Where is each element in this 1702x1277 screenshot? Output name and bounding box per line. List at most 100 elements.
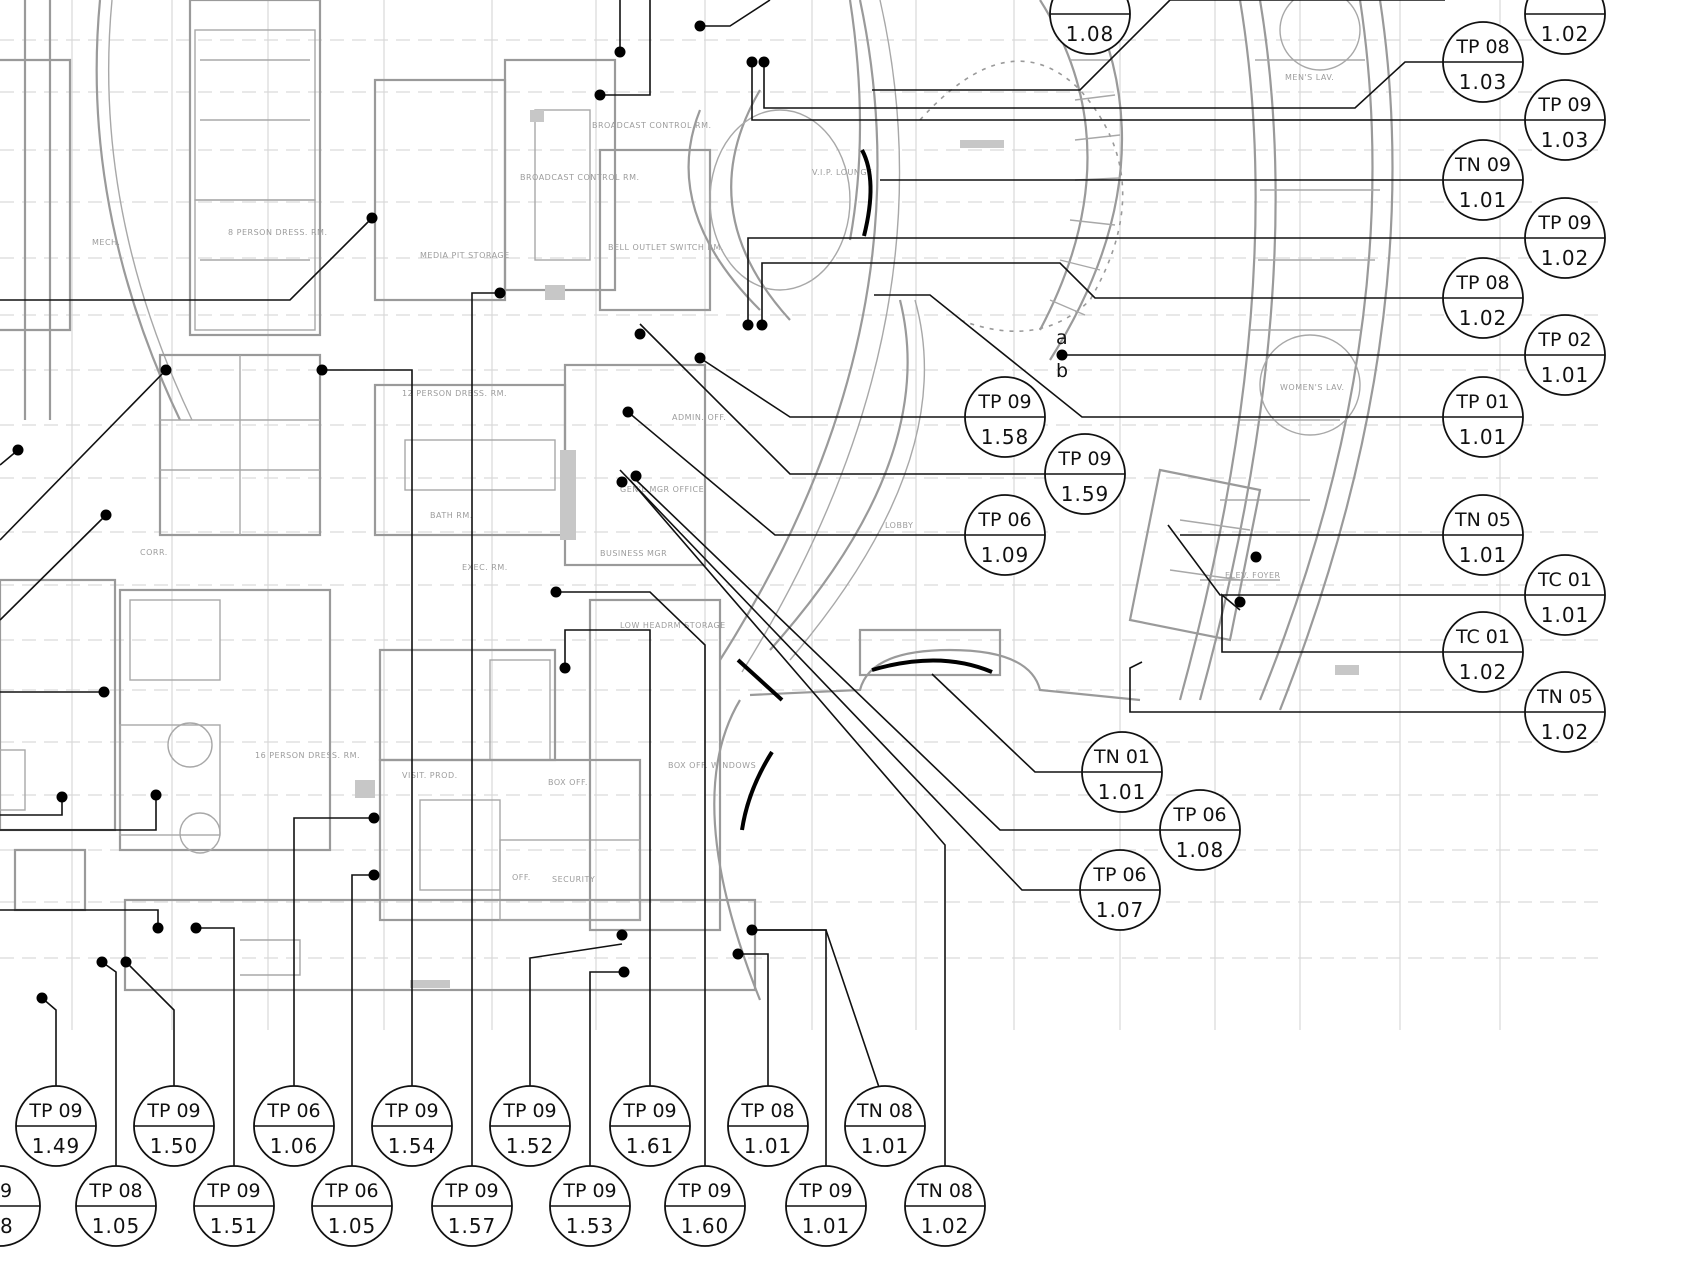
room-label: BELL OUTLET SWITCH RM. [608, 243, 724, 252]
tag-number: 1.01 [1459, 543, 1508, 567]
highlight-marks [736, 149, 993, 831]
tag-number: 1.60 [681, 1214, 730, 1238]
tag-code: TP 06 [1092, 864, 1146, 886]
tag-number: 1.52 [506, 1134, 555, 1158]
tag-code: TP 09 [28, 1100, 82, 1122]
tag-code: TP 09 [977, 391, 1031, 413]
keynote-tag: TN 05 1.01 [1442, 494, 1524, 576]
keynote-tag: TP 081.01 [727, 1085, 809, 1167]
tag-number: 1.49 [32, 1134, 81, 1158]
tag-number: 1.03 [1541, 128, 1590, 152]
room-label: SECURITY [552, 875, 595, 884]
tag-code: TC 01 [1537, 569, 1592, 591]
keynote-tag: TP 091.60 [664, 1165, 746, 1247]
tag-code: TP 06 [324, 1180, 378, 1202]
leader-lines [0, 0, 1525, 1180]
keynote-tag: TC 011.02 [1442, 611, 1524, 693]
keynote-tag: TN 011.01 [1081, 731, 1163, 813]
tag-number: 1.01 [1459, 188, 1508, 212]
room-label: BOX OFF. [548, 778, 588, 787]
tag-number: 1.59 [1061, 482, 1110, 506]
keynote-tag: TP 081.05 [75, 1165, 157, 1247]
room-label: VISIT. PROD. [402, 771, 458, 780]
tag-number: 1.08 [1066, 22, 1115, 46]
tag-number: 1.51 [210, 1214, 259, 1238]
tag-number: 1.53 [566, 1214, 615, 1238]
keynote-tag: TP 09 1.61 [609, 1085, 691, 1167]
keynote-tag: 1.08 [1049, 0, 1131, 55]
tag-number: 1.02 [1459, 306, 1508, 330]
keynote-tag: TP 061.08 [1159, 789, 1241, 871]
tag-code: TP 09 [562, 1180, 616, 1202]
room-label: ELEV. FOYER [1225, 571, 1281, 580]
tag-number: 1.02 [1541, 720, 1590, 744]
keynote-tag: TP 06 1.09 [964, 494, 1046, 576]
tag-code: TP 09 [444, 1180, 498, 1202]
keynote-tag: TP 061.06 [253, 1085, 335, 1167]
keynote-tag: TP 081.02 [1442, 257, 1524, 339]
room-label: CORR. [140, 548, 168, 557]
tag-number: 1.50 [150, 1134, 199, 1158]
room-label: ADMIN. OFF. [672, 413, 726, 422]
room-label: MEN'S LAV. [1285, 73, 1334, 82]
tag-code: TP 06 [977, 509, 1031, 531]
tag-code: TP 09 [1537, 94, 1591, 116]
keynote-tag: TP 06 1.05 [311, 1165, 393, 1247]
tag-code: TP 09 [206, 1180, 260, 1202]
note-a: a [1056, 327, 1068, 349]
keynote-tags: 1.08 1.02 TP 081.03 TP 09 1.03 TN 09 1.01 TP 09… [0, 0, 1606, 1247]
tag-number: 1.54 [388, 1134, 437, 1158]
room-labels: BROADCAST CONTROL RM. BROADCAST CONTROL … [92, 73, 1345, 884]
keynote-tag: TP 091.01 [785, 1165, 867, 1247]
tag-number: 1.01 [1541, 363, 1590, 387]
room-label: WOMEN'S LAV. [1280, 383, 1345, 392]
tag-number: 1.09 [981, 543, 1030, 567]
tag-number: 1.01 [744, 1134, 793, 1158]
room-label: BROADCAST CONTROL RM. [592, 121, 712, 130]
room-label: BUSINESS MGR [600, 549, 667, 558]
room-label: BATH RM. [430, 511, 473, 520]
tag-code: TP 08 [1455, 36, 1509, 58]
keynote-tag: TN 05 1.02 [1524, 671, 1606, 753]
keynote-tag: TN 081.01 [844, 1085, 926, 1167]
room-label: EXEC. RM. [462, 563, 508, 572]
tag-number: 1.02 [921, 1214, 970, 1238]
keynote-tag: TP 09 1.03 [1524, 79, 1606, 161]
tag-number: 1.07 [1096, 898, 1145, 922]
tag-code: TN 05 [1536, 686, 1593, 708]
tag-code: TP 08 [88, 1180, 142, 1202]
room-label: BOX OFF. WINDOWS [668, 761, 756, 770]
room-label: LOBBY [885, 521, 913, 530]
tag-number: 1.05 [328, 1214, 377, 1238]
room-label: GEN'L MGR OFFICE [620, 485, 704, 494]
keynote-tag: TP 011.01 [1442, 376, 1524, 458]
room-label: OFF. [512, 873, 531, 882]
tag-code: TP 09 [622, 1100, 676, 1122]
tag-code: TC 01 [1455, 626, 1510, 648]
tag-code: TP 09 [146, 1100, 200, 1122]
keynote-tag: TP 09 1.51 [193, 1165, 275, 1247]
tag-code: TP 06 [1172, 804, 1226, 826]
tag-number: 1.01 [1541, 603, 1590, 627]
keynote-tag: TN 081.02 [904, 1165, 986, 1247]
keynote-tag: TP 081.03 [1442, 21, 1524, 103]
room-label: MEDIA PIT STORAGE [420, 251, 510, 260]
tag-code: TP 09 [384, 1100, 438, 1122]
tag-code: TN 08 [856, 1100, 913, 1122]
room-label: 12 PERSON DRESS. RM. [402, 389, 507, 398]
tag-code: TN 09 [1454, 154, 1511, 176]
tag-code: TN 05 [1454, 509, 1511, 531]
keynote-tag: TP 02 1.01 [1524, 314, 1606, 396]
tag-number: 1.57 [448, 1214, 497, 1238]
room-label: V.I.P. LOUNGE [812, 168, 873, 177]
tag-number: 1.61 [626, 1134, 675, 1158]
keynote-tag: TP 09 1.50 [133, 1085, 215, 1167]
tag-number: 1.02 [1541, 22, 1590, 46]
keynote-tag: TP 09 1.57 [431, 1165, 513, 1247]
tag-code: TP 09 [1537, 212, 1591, 234]
anchor-dots [12, 20, 1262, 1004]
keynote-tag: 1.02 [1524, 0, 1606, 55]
keynote-tag: TP 091.02 [1524, 197, 1606, 279]
tag-code: TP 02 [1537, 329, 1591, 351]
